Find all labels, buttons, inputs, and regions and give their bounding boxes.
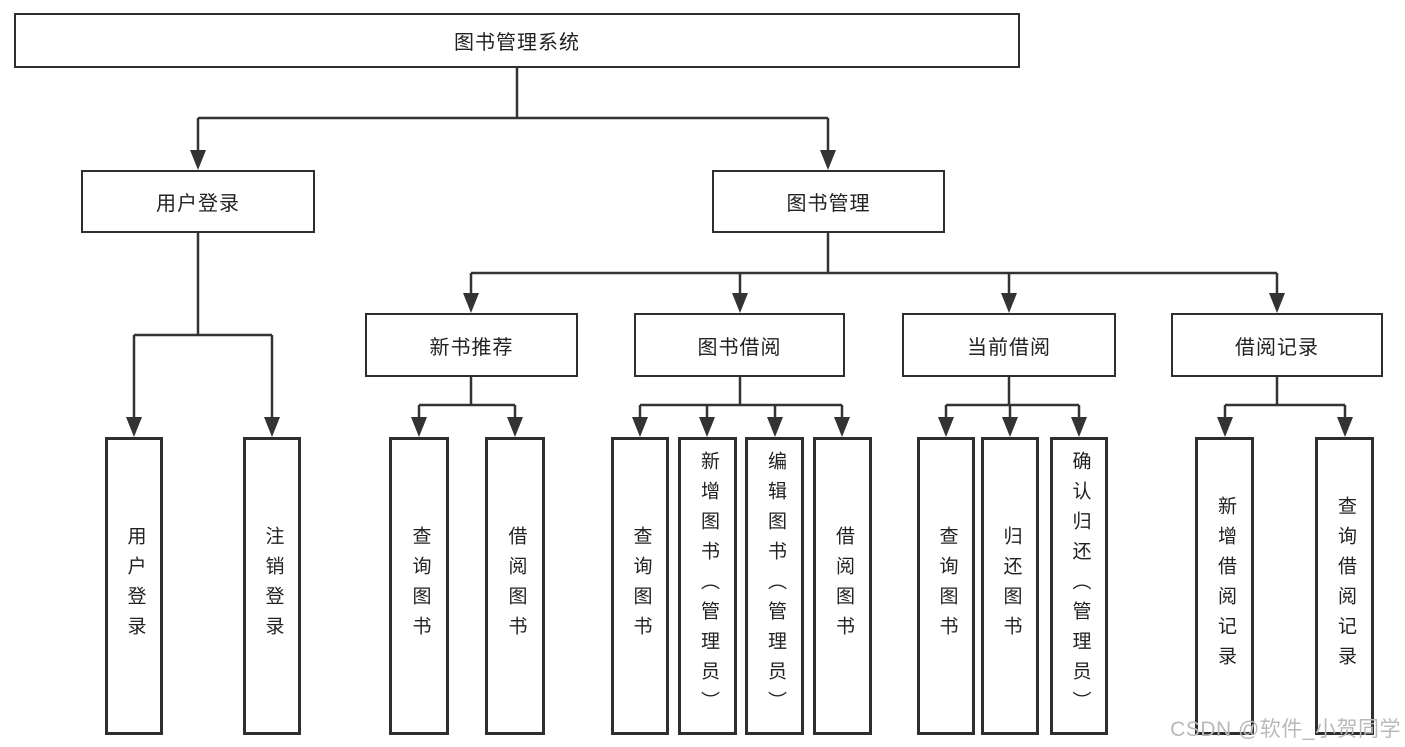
leaf-logout: 注销登录 bbox=[243, 437, 301, 735]
csdn-watermark: CSDN @软件_小贺同学 bbox=[1170, 718, 1401, 741]
leaf-query-books-recommend: 查询图书 bbox=[389, 437, 449, 735]
node-book-borrowing: 图书借阅 bbox=[634, 313, 845, 377]
leaf-query-books-current-label: 查询图书 bbox=[936, 526, 958, 646]
leaf-confirm-return-admin-label: 确认归还（管理员） bbox=[1069, 451, 1091, 721]
leaf-user-login: 用户登录 bbox=[105, 437, 163, 735]
node-user-login: 用户登录 bbox=[81, 170, 315, 233]
leaf-query-books-borrow-label: 查询图书 bbox=[630, 526, 652, 646]
node-book-management: 图书管理 bbox=[712, 170, 945, 233]
leaf-query-borrow-record-label: 查询借阅记录 bbox=[1334, 496, 1356, 676]
node-new-book-recommend: 新书推荐 bbox=[365, 313, 578, 377]
leaf-add-book-admin: 新增图书（管理员） bbox=[678, 437, 737, 735]
node-current-borrowing: 当前借阅 bbox=[902, 313, 1116, 377]
leaf-edit-book-admin-label: 编辑图书（管理员） bbox=[764, 451, 786, 721]
node-root-library-system: 图书管理系统 bbox=[14, 13, 1020, 68]
leaf-logout-label: 注销登录 bbox=[262, 526, 284, 646]
leaf-user-login-label: 用户登录 bbox=[124, 526, 146, 646]
leaf-borrow-books: 借阅图书 bbox=[813, 437, 872, 735]
leaf-return-book-label: 归还图书 bbox=[1000, 526, 1022, 646]
leaf-query-borrow-record: 查询借阅记录 bbox=[1315, 437, 1374, 735]
leaf-query-books-current: 查询图书 bbox=[917, 437, 975, 735]
leaf-query-books-borrow: 查询图书 bbox=[611, 437, 669, 735]
leaf-borrow-books-label: 借阅图书 bbox=[832, 526, 854, 646]
leaf-borrow-books-recommend: 借阅图书 bbox=[485, 437, 545, 735]
leaf-edit-book-admin: 编辑图书（管理员） bbox=[745, 437, 804, 735]
leaf-query-books-recommend-label: 查询图书 bbox=[409, 526, 431, 646]
leaf-add-borrow-record: 新增借阅记录 bbox=[1195, 437, 1254, 735]
leaf-borrow-books-recommend-label: 借阅图书 bbox=[505, 526, 527, 646]
leaf-confirm-return-admin: 确认归还（管理员） bbox=[1050, 437, 1108, 735]
node-borrowing-records: 借阅记录 bbox=[1171, 313, 1383, 377]
leaf-add-book-admin-label: 新增图书（管理员） bbox=[697, 451, 719, 721]
leaf-add-borrow-record-label: 新增借阅记录 bbox=[1214, 496, 1236, 676]
leaf-return-book: 归还图书 bbox=[981, 437, 1039, 735]
